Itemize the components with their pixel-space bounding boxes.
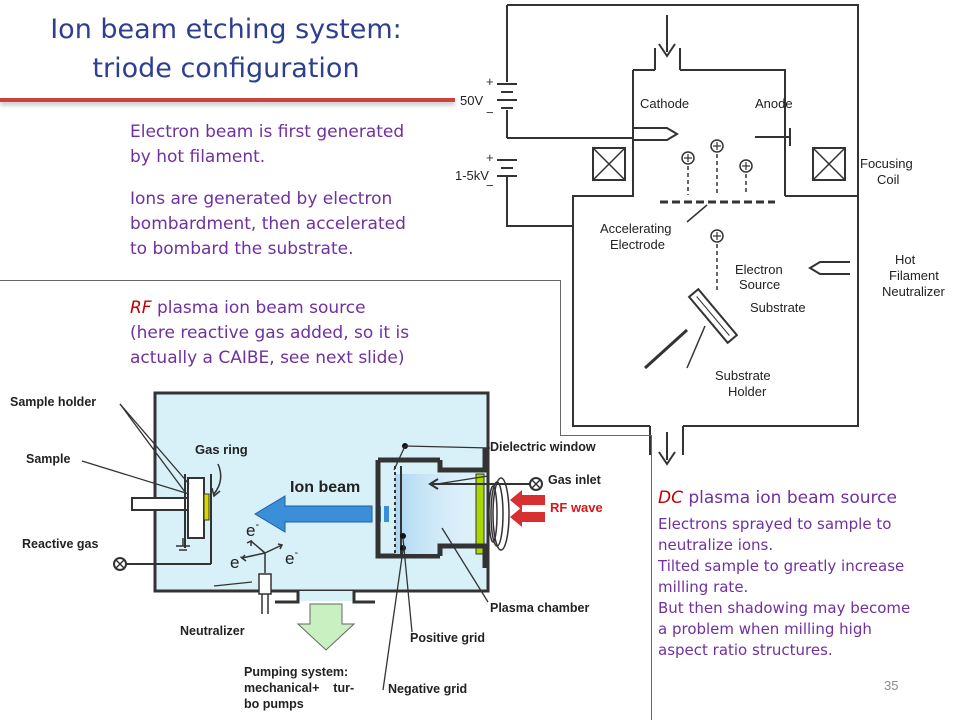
accelerating-electrode-label-1: Accelerating bbox=[600, 221, 672, 236]
rf-inset-frame-right bbox=[560, 280, 561, 435]
neutralizer-label: Neutralizer bbox=[180, 624, 245, 638]
substrate-label: Substrate bbox=[750, 300, 806, 315]
dc-caption-line: aspect ratio structures. bbox=[658, 641, 833, 659]
pumping-system-label-2: mechanical+ tur- bbox=[244, 681, 354, 695]
sample-holder-label: Sample holder bbox=[10, 395, 96, 409]
rf-caption-line: actually a CAIBE, see next slide) bbox=[130, 348, 405, 368]
title-underline bbox=[0, 98, 455, 102]
pumping-system-label-3: bo pumps bbox=[244, 697, 304, 711]
svg-text:−: − bbox=[486, 178, 494, 193]
focusing-coil-label-2: Coil bbox=[877, 172, 900, 187]
rf-caption-line: (here reactive gas added, so it is bbox=[130, 323, 410, 343]
electron-symbol-2: e- bbox=[230, 551, 243, 572]
slide-title-line-2: triode configuration bbox=[92, 53, 360, 84]
svg-text:+: + bbox=[486, 74, 494, 89]
plasma-chamber-label: Plasma chamber bbox=[490, 601, 589, 615]
dc-caption-line: a problem when milling high bbox=[658, 620, 872, 638]
gas-ring-label: Gas ring bbox=[195, 442, 248, 457]
rf-caption-emphasis: RF bbox=[130, 298, 152, 318]
focusing-coil-label-1: Focusing bbox=[860, 156, 913, 171]
hot-filament-label-2: Filament bbox=[889, 268, 939, 283]
dc-caption-body: Electrons sprayed to sample to neutraliz… bbox=[658, 514, 953, 661]
rf-inset-frame-bottom-right bbox=[560, 435, 652, 436]
slide-title-line-1: Ion beam etching system: bbox=[50, 14, 402, 45]
intro-line: by hot filament. bbox=[130, 147, 266, 167]
slide-title: Ion beam etching system: triode configur… bbox=[0, 10, 452, 88]
ion-beam-label: Ion beam bbox=[290, 479, 360, 496]
intro-line: to bombard the substrate. bbox=[130, 239, 354, 259]
dc-caption-emphasis: DC bbox=[658, 488, 683, 508]
electron-symbol-3: e- bbox=[285, 547, 298, 568]
svg-text:+: + bbox=[486, 150, 494, 165]
voltage-high-label: 1-5kV bbox=[455, 168, 489, 183]
page-number: 35 bbox=[884, 678, 899, 693]
dc-ion-source-diagram: + − + − 50V 1-5kV bbox=[455, 4, 946, 466]
intro-line: Electron beam is first generated bbox=[130, 122, 405, 142]
intro-line: bombardment, then accelerated bbox=[130, 214, 406, 234]
dc-caption-line: neutralize ions. bbox=[658, 536, 774, 554]
dc-caption-heading: DC plasma ion beam source bbox=[658, 486, 953, 511]
sample-label: Sample bbox=[26, 452, 71, 466]
dc-caption-line: milling rate. bbox=[658, 578, 749, 596]
dc-caption: DC plasma ion beam source Electrons spra… bbox=[658, 486, 953, 661]
dc-caption-line: But then shadowing may become bbox=[658, 599, 911, 617]
hot-filament-label-1: Hot bbox=[895, 252, 916, 267]
substrate-holder-label-1: Substrate bbox=[715, 368, 771, 383]
gas-inlet-label: Gas inlet bbox=[548, 473, 602, 487]
svg-text:−: − bbox=[486, 105, 494, 120]
rf-caption-heading: RF plasma ion beam source bbox=[130, 296, 530, 321]
pumping-system-label-1: Pumping system: bbox=[244, 665, 348, 679]
positive-grid-label: Positive grid bbox=[410, 631, 485, 645]
substrate-holder-label-2: Holder bbox=[728, 384, 767, 399]
rf-wave-label: RF wave bbox=[550, 500, 603, 515]
electron-source-label-1: Electron bbox=[735, 262, 783, 277]
dc-caption-line: Tilted sample to greatly increase bbox=[658, 557, 905, 575]
dielectric-window-label: Dielectric window bbox=[490, 440, 596, 454]
rf-caption: RF plasma ion beam source (here reactive… bbox=[130, 296, 530, 371]
voltage-50v-label: 50V bbox=[460, 93, 483, 108]
dc-caption-heading-rest: plasma ion beam source bbox=[682, 488, 897, 508]
intro-paragraph-1: Electron beam is first generated by hot … bbox=[130, 120, 460, 170]
rf-inset-frame-top bbox=[0, 280, 560, 281]
cathode-label: Cathode bbox=[640, 96, 689, 111]
anode-label: Anode bbox=[755, 96, 793, 111]
reactive-gas-label: Reactive gas bbox=[22, 537, 98, 551]
electron-source-label-2: Source bbox=[739, 277, 780, 292]
intro-line: Ions are generated by electron bbox=[130, 189, 393, 209]
electron-symbol-1: e- bbox=[246, 519, 259, 540]
rf-ion-source-diagram: Sample holder Sample Reactive gas Neutra… bbox=[10, 391, 603, 711]
rf-inset-frame-right2 bbox=[651, 435, 652, 720]
intro-paragraph-2: Ions are generated by electron bombardme… bbox=[130, 187, 460, 262]
dc-caption-line: Electrons sprayed to sample to bbox=[658, 515, 892, 533]
accelerating-electrode-label-2: Electrode bbox=[610, 237, 665, 252]
rf-caption-heading-rest: plasma ion beam source bbox=[151, 298, 366, 318]
negative-grid-label: Negative grid bbox=[388, 682, 467, 696]
hot-filament-label-3: Neutralizer bbox=[882, 284, 946, 299]
